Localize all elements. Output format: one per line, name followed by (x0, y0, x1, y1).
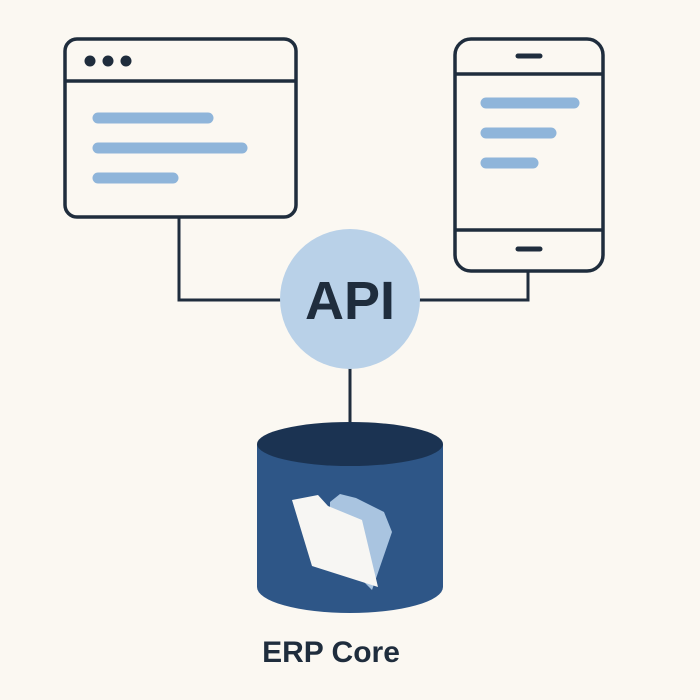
connector-desktop-to-api (177, 217, 283, 302)
folder-front (292, 495, 378, 587)
api-node: API (280, 229, 420, 369)
database-icon (257, 422, 443, 613)
connector-mobile-to-api (418, 271, 530, 302)
phone-frame (453, 37, 605, 273)
browser-window-icon (63, 37, 298, 219)
database-label: ERP Core (262, 636, 400, 669)
database-top (257, 422, 443, 466)
mobile-phone-icon (453, 37, 605, 273)
api-label: API (305, 271, 395, 331)
api-circle (280, 229, 420, 369)
window-dot (102, 55, 114, 67)
browser-window-frame (63, 37, 298, 219)
folder-icon (292, 494, 392, 590)
window-dot (84, 55, 96, 67)
connectors (177, 217, 530, 428)
window-dot (120, 55, 132, 67)
